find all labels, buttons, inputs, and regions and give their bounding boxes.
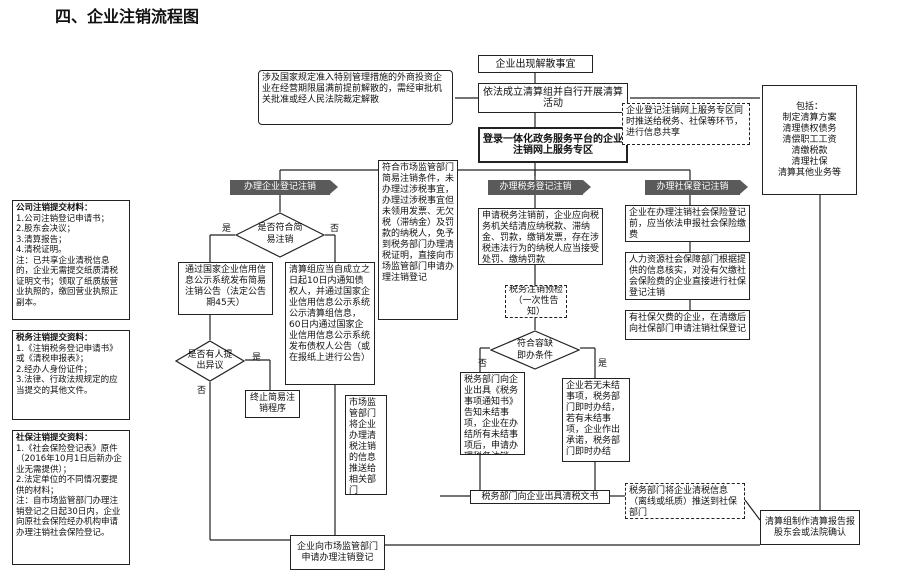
material-line: 1.公司注销登记申请书； bbox=[16, 213, 110, 224]
material-line: 1.《社会保险登记表》原件（2016年10月1日后新办企业无需提供）； bbox=[16, 443, 122, 475]
social-materials-title: 社保注销提交资料： bbox=[16, 433, 93, 443]
tax-note-box: 符合市场监管部门简易注销条件，未办理过涉税事宜，办理过涉税事宜但未领用发票、无欠… bbox=[378, 160, 458, 320]
decision-simple-diamond bbox=[235, 212, 325, 258]
material-line: 注：自市场监管部门办理注销登记之日起30日内，企业向原社会保险经办机构申请办理注… bbox=[16, 496, 121, 538]
tax-decision-text: 符合容缺即办条件 bbox=[516, 339, 553, 361]
tax-precheck-box: 税务注销预检（一次性告知） bbox=[505, 285, 567, 318]
material-line: 注：已共享企业清税信息的，企业无需提交纸质清税证明文书；领取了纸质版营业执照的，… bbox=[16, 255, 119, 308]
social-step3-box: 有社保欠费的企业，在清缴后向社保部门申请注销社保登记 bbox=[625, 310, 750, 340]
tax-no-result-box: 税务部门向企业出具《税务事项通知书》告知未结事项，企业在办结所有未结事项后，申请… bbox=[460, 372, 525, 455]
material-line: 4.清税证明。 bbox=[16, 245, 67, 255]
publicity-note-box: 企业登记注销网上服务专区同时推送给税务、社保等环节，进行信息共享 bbox=[622, 103, 750, 145]
liquidation-item: 清偿职工工资 bbox=[782, 134, 837, 145]
banner-tax: 办理税务登记注销 bbox=[488, 180, 591, 195]
social-dept-notice-box: 税务部门将企业清税信息（离线或纸质）推送到社保部门 bbox=[625, 483, 745, 519]
objection-yes-label: 是 bbox=[252, 353, 262, 363]
simple-publicity-box: 通过国家企业信用信息公示系统发布简易注销公告（法定公告期45天） bbox=[178, 262, 273, 315]
event-box: 企业出现解散事宜 bbox=[478, 55, 593, 73]
liquidation-item: 清理社保 bbox=[791, 156, 828, 167]
page-title: 四、企业注销流程图 bbox=[55, 7, 200, 26]
liquidation-content-header: 包括： bbox=[795, 101, 823, 112]
tax-materials-box: 税务注销提交资料： 1.《注销税务登记申请书》或《清税申报表》； 2.经办人身份… bbox=[12, 330, 130, 420]
decision-objection-text: 是否有人提出异议 bbox=[187, 350, 233, 371]
decision-simple-no: 否 bbox=[330, 224, 340, 234]
liquidation-item: 清缴税款 bbox=[791, 145, 828, 156]
info-sharing-box: 市场监管部门将企业办理清税注销的信息推送给相关部门 bbox=[345, 395, 387, 495]
material-line: 1.《注销税务登记申请书》或《清税申报表》； bbox=[16, 343, 118, 365]
social-step2-box: 人力资源社会保障部门根据提供的信息核实，对没有欠缴社会保险费的企业直接进行社保登… bbox=[625, 252, 750, 300]
liquidation-item: 制定清算方案 bbox=[782, 112, 837, 123]
social-step1-box: 企业在办理注销社会保险登记前，应当依法申报社会保险缴费 bbox=[625, 205, 750, 242]
banner-market: 办理企业登记注销 bbox=[230, 180, 338, 195]
approval-note-box: 涉及国家规定准入特别管理措施的外商投资企业在经营期限届满前提前解散的，需经审批机… bbox=[258, 70, 453, 125]
material-line: 2.股东会决议； bbox=[16, 224, 76, 234]
objection-no-label: 否 bbox=[197, 386, 207, 396]
liquidation-team-box: 依法成立清算组并自行开展清算活动 bbox=[478, 83, 628, 113]
material-line: 3.法律、行政法规规定的应当提交的其他文件。 bbox=[16, 375, 118, 396]
general-publicity-box: 清算组应当自成立之日起10日内通知债权人，并通过国家企业信用信息公示系统公示清算… bbox=[285, 262, 375, 385]
decision-simple-text: 是否符合简易注销 bbox=[257, 223, 303, 245]
market-cancel-box: 企业向市场监管部门申请办理注销登记 bbox=[290, 535, 385, 570]
report-box: 清算组制作清算报告报股东会或法院确认 bbox=[760, 510, 860, 545]
tax-decision-diamond bbox=[490, 330, 580, 370]
company-materials-title: 公司注销提交材料： bbox=[16, 203, 93, 213]
platform-box: 登录一体化政务服务平台的企业注销网上服务专区 bbox=[478, 127, 628, 163]
liquidation-item: 清算其他业务等 bbox=[777, 167, 841, 178]
terminate-box: 终止简易注销程序 bbox=[245, 390, 300, 418]
company-materials-box: 公司注销提交材料： 1.公司注销登记申请书； 2.股东会决议； 3.清算报告； … bbox=[12, 200, 130, 320]
tax-apply-box: 申请税务注销前，企业应向税务机关结清应纳税款、滞纳金、罚款，缴销发票，存在涉税违… bbox=[478, 208, 603, 265]
material-line: 3.清算报告； bbox=[16, 234, 67, 245]
material-line: 2.经办人身份证件； bbox=[16, 364, 93, 375]
tax-decision-yes: 是 bbox=[598, 359, 608, 369]
material-line: 2.法定单位的不同情况要提供的材料； bbox=[16, 475, 118, 496]
tax-clearance-box: 税务部门向企业出具清税文书 bbox=[470, 490, 610, 504]
liquidation-item: 清理债权债务 bbox=[782, 123, 837, 134]
liquidation-content-box: 包括： 制定清算方案 清理债权债务 清偿职工工资 清缴税款 清理社保 清算其他业… bbox=[762, 85, 857, 195]
social-materials-box: 社保注销提交资料： 1.《社会保险登记表》原件（2016年10月1日后新办企业无… bbox=[12, 430, 130, 565]
decision-objection-diamond bbox=[175, 340, 245, 382]
banner-social: 办理社保登记注销 bbox=[645, 180, 748, 195]
tax-materials-title: 税务注销提交资料： bbox=[16, 333, 93, 343]
tax-yes-result-box: 企业若无未结事项，税务部门即时办结，若有未结事项，企业作出承诺，税务部门即时办结 bbox=[562, 378, 630, 462]
tax-decision-no: 否 bbox=[478, 359, 488, 369]
decision-simple-yes: 是 bbox=[222, 224, 232, 234]
